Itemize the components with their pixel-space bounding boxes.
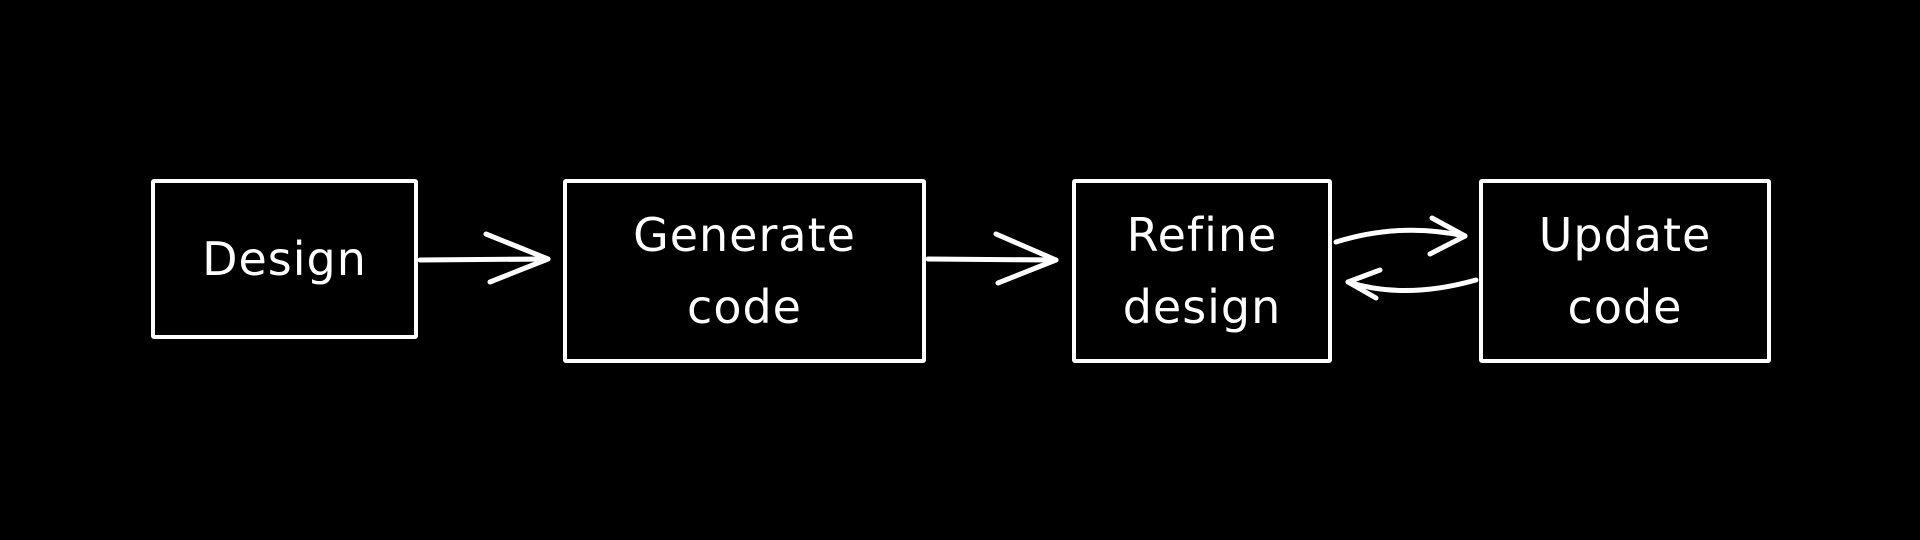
node-update-code-label: Update code <box>1538 208 1712 334</box>
node-design: Design <box>151 179 418 339</box>
arrow-design-to-generate <box>417 231 551 285</box>
arrow-generate-to-refine <box>925 231 1059 286</box>
node-generate-code: Generate code <box>563 179 926 363</box>
node-refine-design: Refine design <box>1072 179 1332 363</box>
arrow-refine-to-update <box>1333 215 1468 257</box>
node-refine-design-label: Refine design <box>1122 208 1282 334</box>
node-design-label: Design <box>202 232 367 286</box>
node-update-code: Update code <box>1479 179 1771 363</box>
arrow-update-to-refine <box>1345 267 1479 301</box>
node-generate-code-label: Generate code <box>633 208 856 334</box>
